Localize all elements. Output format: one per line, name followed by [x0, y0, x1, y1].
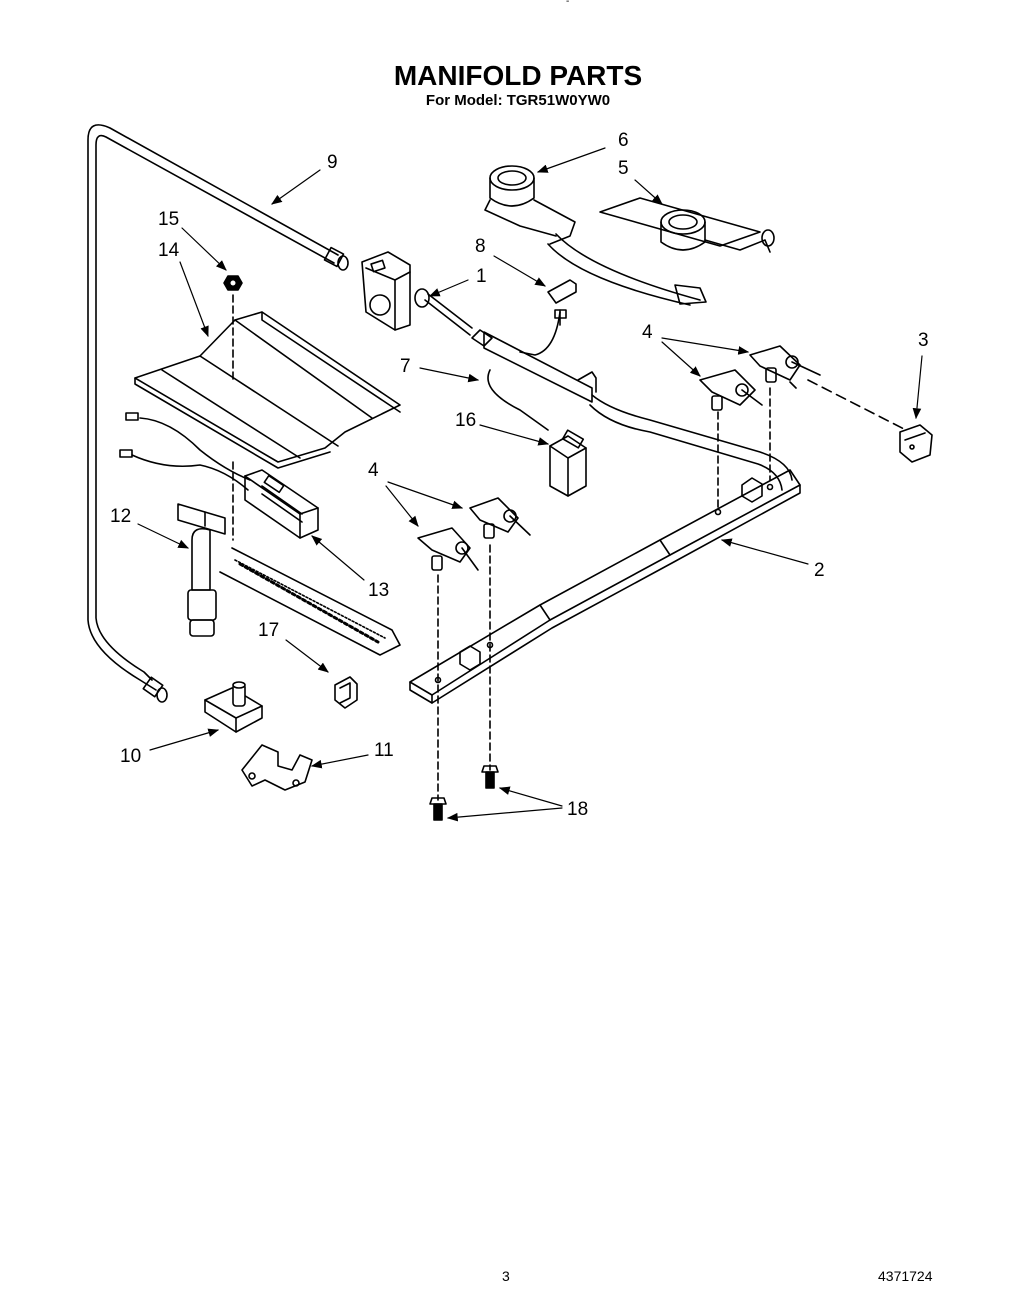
callout-15: 15	[158, 209, 179, 230]
callout-13: 13	[368, 580, 389, 601]
callout-4-upper: 4	[642, 322, 653, 343]
callout-6: 6	[618, 130, 629, 151]
part-15-nut	[223, 275, 243, 381]
callout-labels: 9 6 5 15 14 8 1 4 3 7 16 4 12 2 13 17 10…	[110, 130, 929, 820]
part-6-burner	[484, 165, 707, 306]
callout-17: 17	[258, 620, 279, 641]
part-9-gas-tube	[87, 124, 349, 703]
callout-10: 10	[120, 746, 141, 767]
callout-7: 7	[400, 356, 411, 377]
callout-16: 16	[455, 410, 476, 431]
part-5-burner	[599, 197, 775, 253]
top-edge-mark: -	[566, 0, 570, 7]
callout-12: 12	[110, 506, 131, 527]
part-4-valve-upper-right	[699, 345, 907, 509]
part-16-spark-module	[549, 429, 587, 497]
part-2-manifold-bar	[409, 469, 801, 704]
model-subtitle: For Model: TGR51W0YW0	[425, 92, 611, 109]
callout-14: 14	[158, 240, 180, 261]
part-10-mounting-block	[204, 681, 263, 733]
part-18-screws	[429, 765, 499, 821]
callout-11: 11	[374, 740, 394, 761]
document-number: 4371724	[878, 1268, 933, 1284]
part-1-valve	[361, 251, 473, 336]
part-17-clip	[334, 676, 358, 709]
callout-4-lower: 4	[368, 460, 379, 481]
callout-5: 5	[618, 158, 629, 179]
part-8-clip	[547, 279, 577, 326]
part-13-igniter	[119, 412, 319, 541]
callout-1: 1	[476, 266, 487, 287]
part-14-heat-shield	[134, 311, 401, 469]
callout-2: 2	[814, 560, 825, 581]
callout-9: 9	[327, 152, 338, 173]
callout-18: 18	[567, 799, 588, 820]
part-3-bracket	[899, 424, 933, 463]
callout-3: 3	[918, 330, 929, 351]
page-title: MANIFOLD PARTS	[393, 60, 643, 91]
callout-leaders	[137, 147, 923, 822]
callout-8: 8	[475, 236, 486, 257]
part-7-gas-line	[471, 311, 793, 491]
page-number: 3	[502, 1268, 510, 1284]
part-12-burner-tube	[177, 503, 401, 656]
part-11-bracket	[241, 744, 313, 791]
